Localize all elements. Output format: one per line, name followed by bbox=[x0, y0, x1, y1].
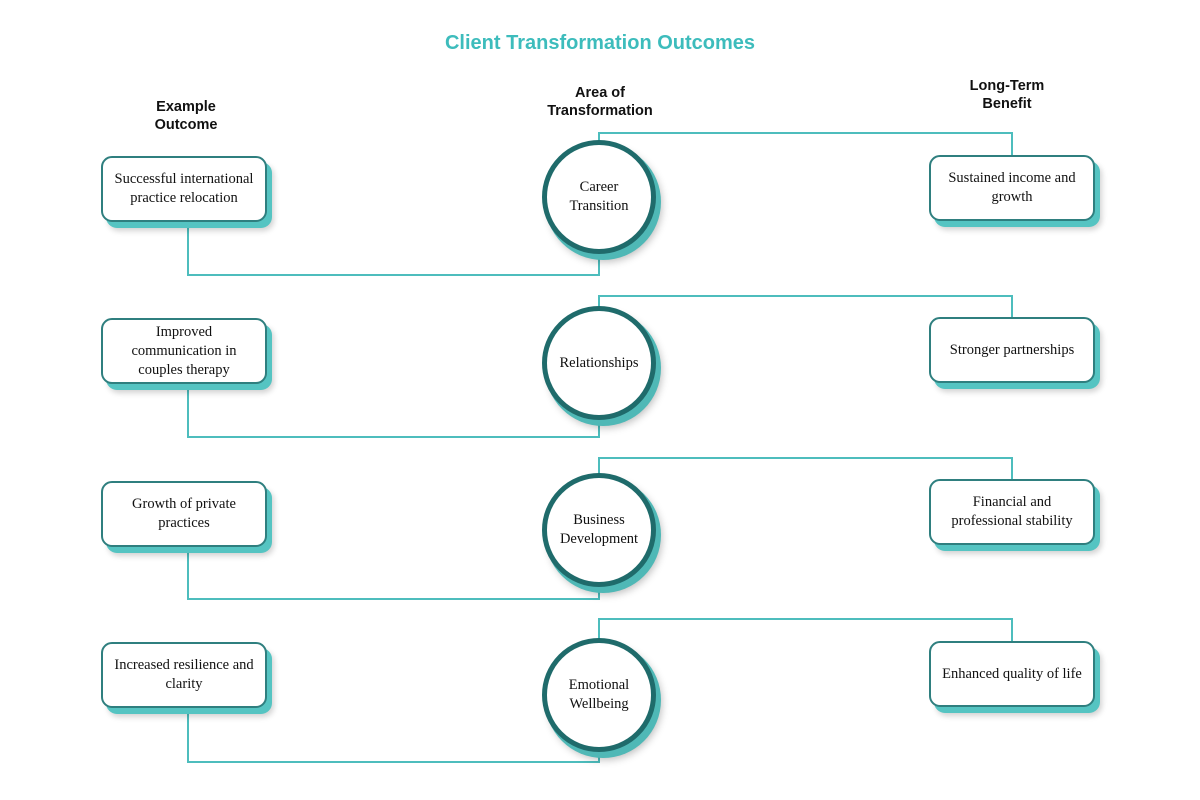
connector-circle-to-benefit bbox=[598, 132, 1013, 155]
diagram-title: Client Transformation Outcomes bbox=[444, 32, 756, 54]
area-circle: Relationships bbox=[542, 306, 656, 420]
area-circle: Career Transition bbox=[542, 140, 656, 254]
benefit-box: Stronger partnerships bbox=[929, 317, 1095, 383]
column-header-long-term-benefit: Long-Term Benefit bbox=[927, 77, 1087, 113]
column-header-area-of-transformation: Area of Transformation bbox=[520, 84, 680, 120]
outcome-box: Improved communication in couples therap… bbox=[101, 318, 267, 384]
connector-circle-to-benefit bbox=[598, 618, 1013, 648]
area-circle: Emotional Wellbeing bbox=[542, 638, 656, 752]
connector-outcome-to-circle bbox=[187, 547, 600, 600]
column-header-line: Long-Term bbox=[969, 78, 1045, 94]
connector-circle-to-benefit bbox=[598, 295, 1013, 317]
benefit-box: Enhanced quality of life bbox=[929, 641, 1095, 707]
area-circle: Business Development bbox=[542, 473, 656, 587]
column-header-line: Area of bbox=[575, 85, 625, 101]
connector-circle-to-benefit bbox=[598, 457, 1013, 483]
benefit-box: Sustained income and growth bbox=[929, 155, 1095, 221]
outcome-box: Increased resilience and clarity bbox=[101, 642, 267, 708]
connector-outcome-to-circle bbox=[187, 708, 600, 763]
outcome-box: Successful international practice reloca… bbox=[101, 156, 267, 222]
column-header-line: Outcome bbox=[154, 117, 218, 133]
connector-outcome-to-circle bbox=[187, 222, 600, 276]
column-header-line: Transformation bbox=[547, 103, 653, 119]
connector-outcome-to-circle bbox=[187, 384, 600, 438]
outcome-box: Growth of private practices bbox=[101, 481, 267, 547]
column-header-example-outcome: Example Outcome bbox=[106, 98, 266, 134]
benefit-box: Financial and professional stability bbox=[929, 479, 1095, 545]
column-header-line: Benefit bbox=[982, 96, 1032, 112]
column-header-line: Example bbox=[156, 99, 216, 115]
